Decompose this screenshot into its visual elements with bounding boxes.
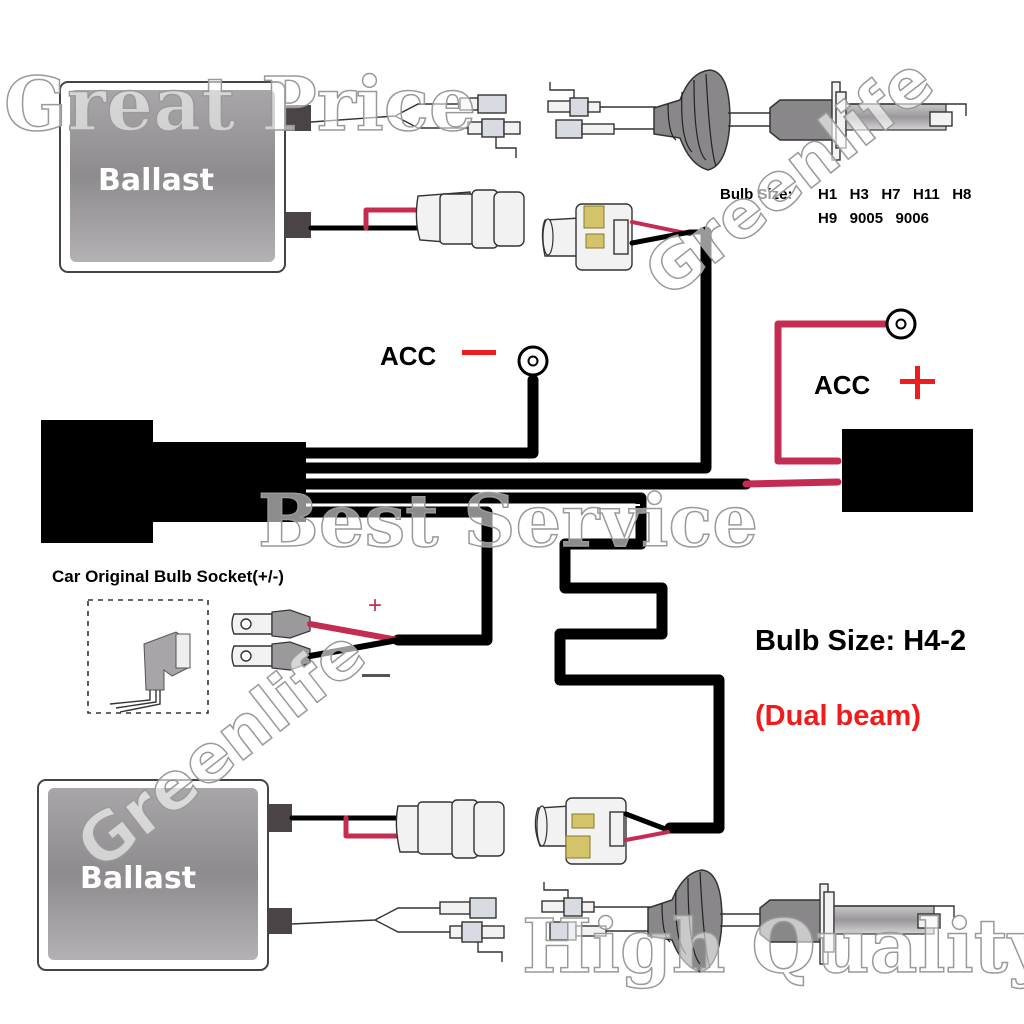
main-bulb-size: Bulb Size: H4-2 (Dual beam) [755, 625, 966, 732]
harness-connector [41, 420, 306, 543]
watermark-high-quality: High Quality [522, 904, 1024, 990]
bulb-top [653, 69, 967, 171]
minus-sign-icon [462, 350, 496, 355]
ballast-top: Ballast [59, 81, 311, 273]
ring-terminals [231, 609, 311, 671]
bulb-sizes-line1: H1 H3 H7 H11 H8 [818, 186, 971, 203]
watermark-greenlife-top: Greenlife [630, 41, 947, 312]
relay [774, 308, 973, 512]
acc-positive: ACC [814, 366, 935, 400]
bulb-sizes-line2: H9 9005 9006 [818, 210, 929, 227]
bulb-top-terminals [547, 82, 656, 139]
acc-negative-label: ACC [380, 341, 437, 371]
h4-socket-top [541, 203, 711, 271]
h4-bulb-size-label: Bulb Size: H4-2 [755, 625, 966, 657]
car-socket-label: Car Original Bulb Socket(+/-) [52, 567, 284, 586]
acc-negative: ACC [380, 341, 549, 377]
bulb-bottom-terminals [541, 882, 650, 941]
watermark-best-service: Best Service [258, 478, 758, 563]
acc-positive-label: ACC [814, 370, 871, 400]
ballast-top-power-connector [308, 189, 525, 249]
ballast-bottom-power-connector [289, 799, 505, 859]
socket-minus-sign [362, 674, 390, 677]
socket-plus-sign: + [368, 592, 382, 619]
ballast-bottom-label: Ballast [80, 861, 196, 896]
bulb-bottom [647, 869, 955, 973]
watermark-great-price: Great Price [4, 62, 476, 148]
ballast-top-label: Ballast [98, 163, 214, 198]
ballast-bottom: Ballast [37, 779, 292, 971]
harness-wires [300, 226, 842, 834]
ballast-top-hv-leads [310, 94, 521, 158]
bulb-sizes-info: Bulb Size: H1 H3 H7 H11 H8 H9 9005 9006 [720, 186, 971, 227]
h4-socket-bottom [534, 797, 671, 865]
ballast-bottom-hv-leads [291, 897, 505, 962]
bulb-sizes-label: Bulb Size: [720, 186, 793, 203]
car-original-socket: Car Original Bulb Socket(+/-) + [52, 567, 401, 714]
dual-beam-label: (Dual beam) [755, 700, 921, 732]
plus-sign-icon [900, 366, 935, 399]
